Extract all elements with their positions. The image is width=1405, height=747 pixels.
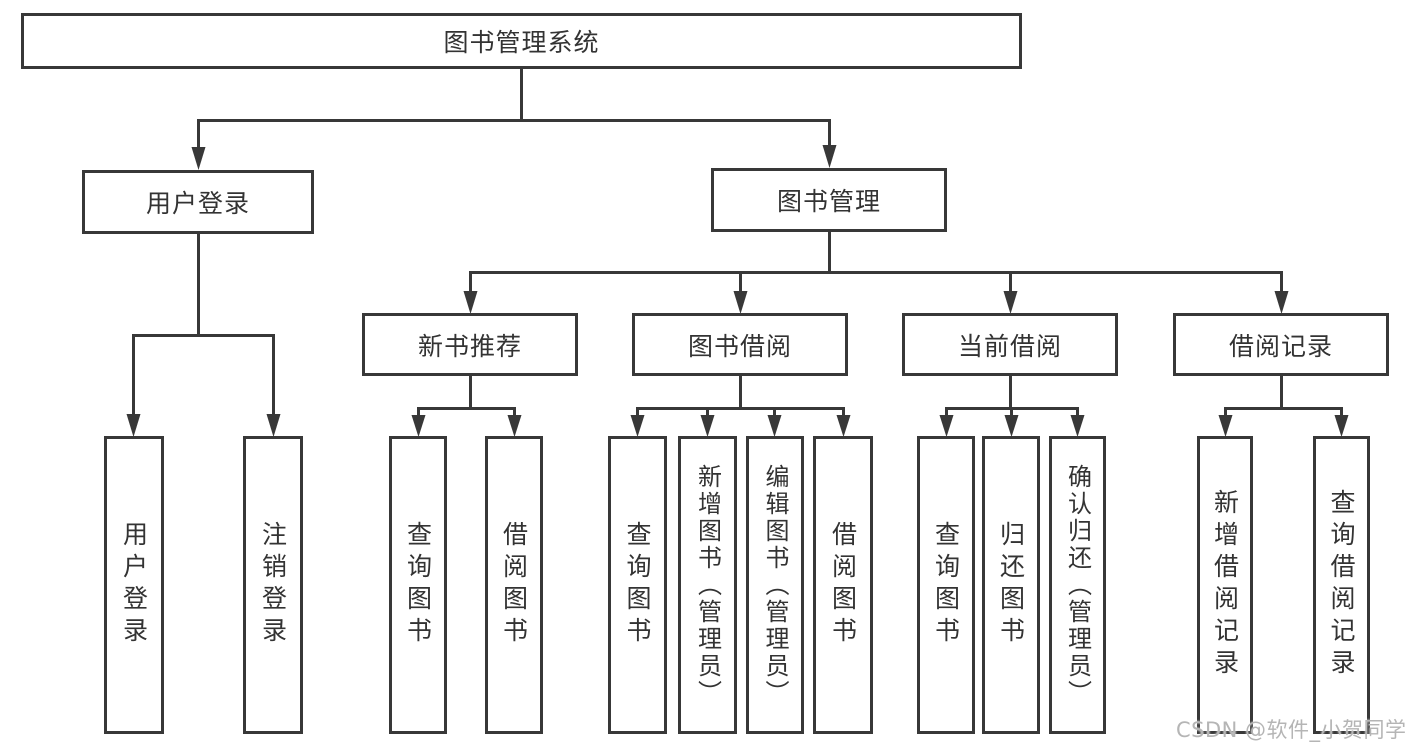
node-query-books-borrow: 查询图书	[608, 436, 667, 734]
node-book-management: 图书管理	[711, 168, 947, 232]
node-borrow-books: 借阅图书	[813, 436, 873, 734]
node-label: 用户登录	[119, 521, 149, 649]
node-edit-book-admin: 编辑图书（管理员）	[746, 436, 804, 734]
node-new-book-recommend: 新书推荐	[362, 313, 578, 376]
node-borrow-books-recommend: 借阅图书	[485, 436, 543, 734]
node-user-login-branch: 用户登录	[82, 170, 314, 234]
node-label: 当前借阅	[957, 331, 1062, 361]
node-borrow-records: 借阅记录	[1173, 313, 1389, 376]
node-label: 查询图书	[931, 521, 961, 649]
node-user-login: 用户登录	[104, 436, 164, 734]
node-label: 用户登录	[145, 189, 250, 218]
node-add-borrow-record: 新增借阅记录	[1197, 436, 1253, 734]
node-label: 编辑图书（管理员）	[761, 463, 789, 707]
node-book-borrow: 图书借阅	[632, 313, 848, 376]
node-query-books-recommend: 查询图书	[389, 436, 447, 734]
node-label: 新增借阅记录	[1210, 489, 1240, 681]
node-label: 图书借阅	[687, 331, 792, 361]
node-query-borrow-record: 查询借阅记录	[1313, 436, 1370, 734]
node-label: 借阅图书	[828, 521, 858, 649]
node-current-borrow: 当前借阅	[902, 313, 1118, 376]
node-label: 借阅记录	[1228, 331, 1333, 361]
watermark: CSDN @软件_小贺同学	[1176, 718, 1405, 742]
node-label: 图书管理	[776, 187, 881, 216]
node-library-management-system: 图书管理系统	[21, 13, 1022, 69]
node-logout: 注销登录	[243, 436, 303, 734]
node-label: 图书管理系统	[443, 28, 600, 57]
node-label: 查询图书	[403, 521, 433, 649]
node-label: 查询借阅记录	[1327, 489, 1356, 681]
node-label: 借阅图书	[499, 521, 529, 649]
node-label: 归还图书	[996, 521, 1026, 649]
node-add-book-admin: 新增图书（管理员）	[678, 436, 737, 734]
node-label: 新增图书（管理员）	[693, 463, 722, 707]
node-label: 查询图书	[623, 521, 652, 649]
node-return-book: 归还图书	[982, 436, 1040, 734]
node-label: 注销登录	[258, 521, 288, 649]
node-confirm-return-admin: 确认归还（管理员）	[1049, 436, 1106, 734]
node-label: 新书推荐	[417, 331, 522, 361]
node-query-books-current: 查询图书	[917, 436, 975, 734]
node-label: 确认归还（管理员）	[1063, 463, 1092, 707]
